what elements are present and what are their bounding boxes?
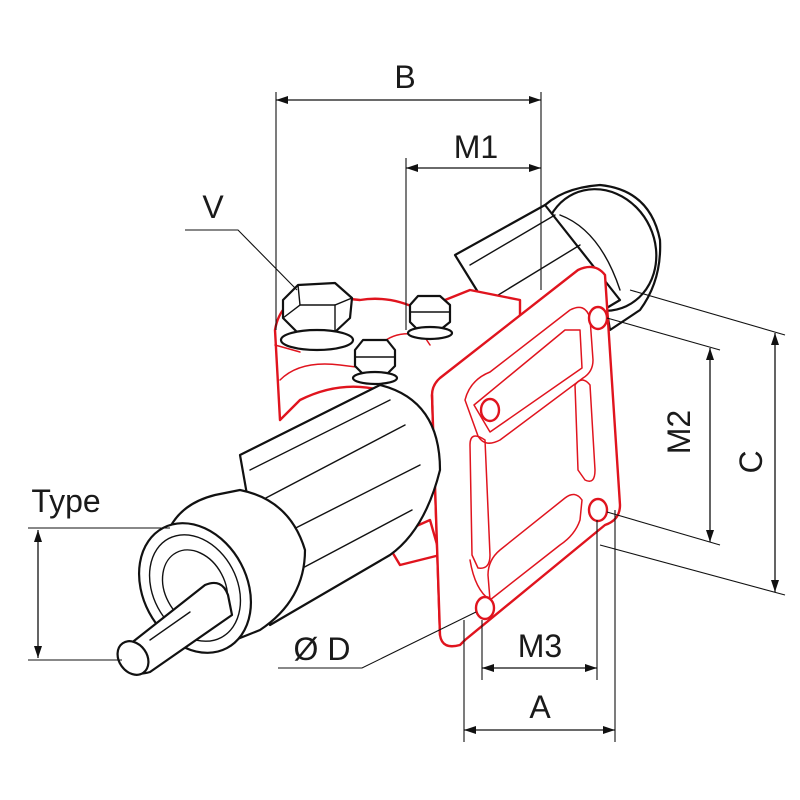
label-m1: M1 xyxy=(454,129,498,165)
label-a: A xyxy=(529,689,551,725)
label-v: V xyxy=(202,189,224,225)
clamp-bolts xyxy=(279,281,454,386)
label-d: Ø D xyxy=(294,631,351,667)
bolt-middle xyxy=(406,294,454,341)
mounting-bracket xyxy=(273,265,622,648)
bolt-left xyxy=(279,281,355,352)
label-m3: M3 xyxy=(518,628,562,664)
label-m2: M2 xyxy=(661,410,697,454)
bolt-front xyxy=(351,338,399,386)
label-type: Type xyxy=(31,483,100,519)
label-c: C xyxy=(733,450,769,473)
shaft-housing xyxy=(116,383,442,676)
label-b: B xyxy=(394,59,415,95)
